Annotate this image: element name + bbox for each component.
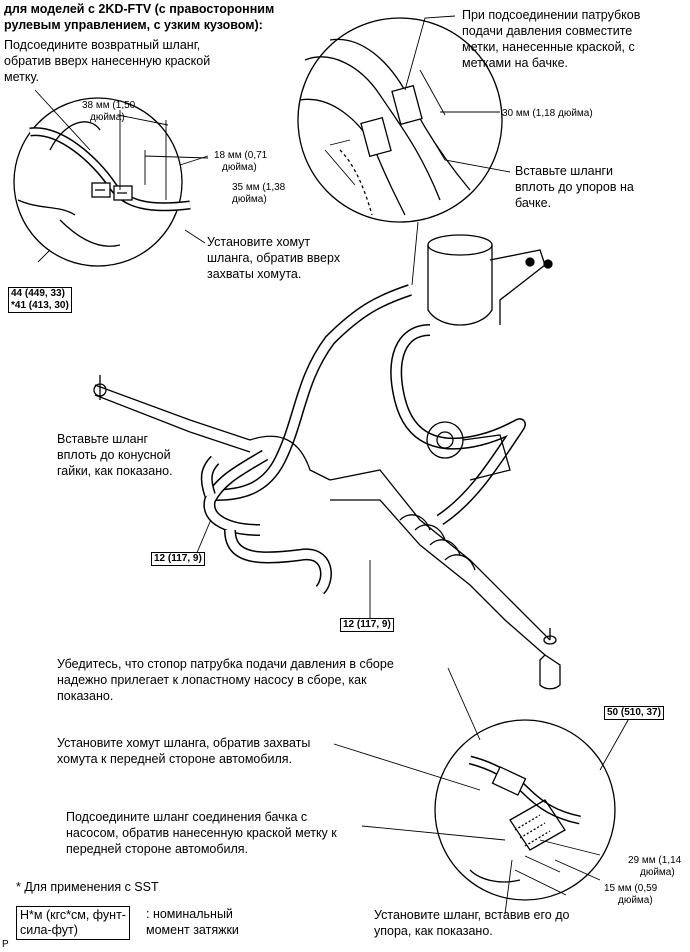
note-clamp-front-2: хомута к передней стороне автомобиля. — [57, 752, 293, 766]
dim-35-label-2: дюйма) — [232, 194, 267, 205]
dim-38-line — [117, 110, 169, 200]
dim-38-label-1: 38 мм (1,50 — [82, 100, 136, 111]
torque-box-12a: 12 (117, 9) — [151, 552, 205, 566]
dim-29-label-1: 29 мм (1,14 — [628, 855, 682, 866]
return-hose-detail-circle — [13, 97, 191, 267]
torque-44-label: 44 (449, 33) — [11, 288, 65, 299]
note-return-hose-3: метку. — [4, 70, 39, 84]
note-stopper-3: показано. — [57, 689, 114, 703]
note-insert-hoses-1: Вставьте шланги — [515, 164, 614, 178]
note-stopper-2: надежно прилегает к лопастному насосу в … — [57, 673, 367, 687]
dim-35-label-1: 35 мм (1,38 — [232, 182, 286, 193]
legend-unit-desc-2: момент затяжки — [146, 923, 239, 937]
note-pressure-4: метками на бачке. — [462, 56, 569, 70]
footer-mark: P — [2, 939, 9, 950]
torque-box-12b: 12 (117, 9) — [340, 618, 394, 632]
dim-18-line — [144, 150, 209, 185]
pump-detail-circle — [434, 719, 616, 901]
note-insert-stop-2: упора, как показано. — [374, 924, 493, 938]
leaders — [34, 15, 633, 915]
torque-box-50: 50 (510, 37) — [604, 706, 664, 720]
dim-30-label: 30 мм (1,18 дюйма) — [502, 108, 593, 119]
note-insert-hoses-3: бачке. — [515, 196, 552, 210]
torque-box-44: 44 (449, 33) *41 (413, 30) — [8, 287, 72, 313]
note-pressure-1: При подсоединении патрубков — [462, 8, 641, 22]
dim-15-label-2: дюйма) — [618, 895, 653, 906]
note-insert-stop-1: Установите шланг, вставив его до — [374, 908, 570, 922]
note-insert-hoses-2: вплоть до упоров на — [515, 180, 634, 194]
note-stopper-1: Убедитесь, что стопор патрубка подачи да… — [57, 657, 394, 671]
legend-sst-note: * Для применения с SST — [16, 880, 159, 894]
torque-41-label: *41 (413, 30) — [11, 300, 69, 311]
vane-pump — [426, 421, 511, 481]
reservoir-tank — [427, 234, 553, 326]
dim-30-line — [419, 69, 500, 116]
note-clamp-up-2: шланга, обратив вверх — [207, 251, 341, 265]
pressure-tube-detail-circle — [297, 17, 503, 223]
note-return-hose-2: обратив вверх нанесенную краской — [4, 54, 211, 68]
legend-unit-box: Н*м (кгс*см, фунт- сила-фут) — [16, 906, 130, 940]
note-cone-nut-2: вплоть до конусной — [57, 448, 171, 462]
dim-18-label-2: дюйма) — [222, 162, 257, 173]
hoses — [200, 284, 526, 595]
note-cone-nut-1: Вставьте шланг — [57, 432, 149, 446]
dim-38-label-2: дюйма) — [90, 112, 125, 123]
title-line-2: рулевым управлением, с узким кузовом): — [4, 18, 263, 32]
dim-18-label-1: 18 мм (0,71 — [214, 150, 268, 161]
dim-29-label-2: дюйма) — [640, 867, 675, 878]
dim-15-label-1: 15 мм (0,59 — [604, 883, 658, 894]
legend-unit-line-2: сила-фут) — [20, 923, 78, 937]
note-tank-pump-1: Подсоедините шланг соединения бачка с — [66, 810, 308, 824]
note-cone-nut-3: гайки, как показано. — [57, 464, 173, 478]
title-line-1: для моделей с 2KD-FTV (с правосторонним — [4, 2, 275, 16]
note-return-hose-1: Подсоедините возвратный шланг, — [4, 38, 201, 52]
note-tank-pump-3: передней стороне автомобиля. — [66, 842, 249, 856]
note-clamp-front-1: Установите хомут шланга, обратив захваты — [57, 736, 311, 750]
note-clamp-up-1: Установите хомут — [207, 235, 311, 249]
legend-unit-desc-1: : номинальный — [146, 907, 233, 921]
note-tank-pump-2: насосом, обратив нанесенную краской метк… — [66, 826, 337, 840]
dim-35-line — [324, 139, 356, 186]
steering-rack — [93, 375, 561, 690]
note-pressure-2: подачи давления совместите — [462, 24, 633, 38]
note-clamp-up-3: захваты хомута. — [207, 267, 302, 281]
legend-unit-line-1: Н*м (кгс*см, фунт- — [20, 908, 126, 922]
note-pressure-3: метки, нанесенные краской, с — [462, 40, 635, 54]
